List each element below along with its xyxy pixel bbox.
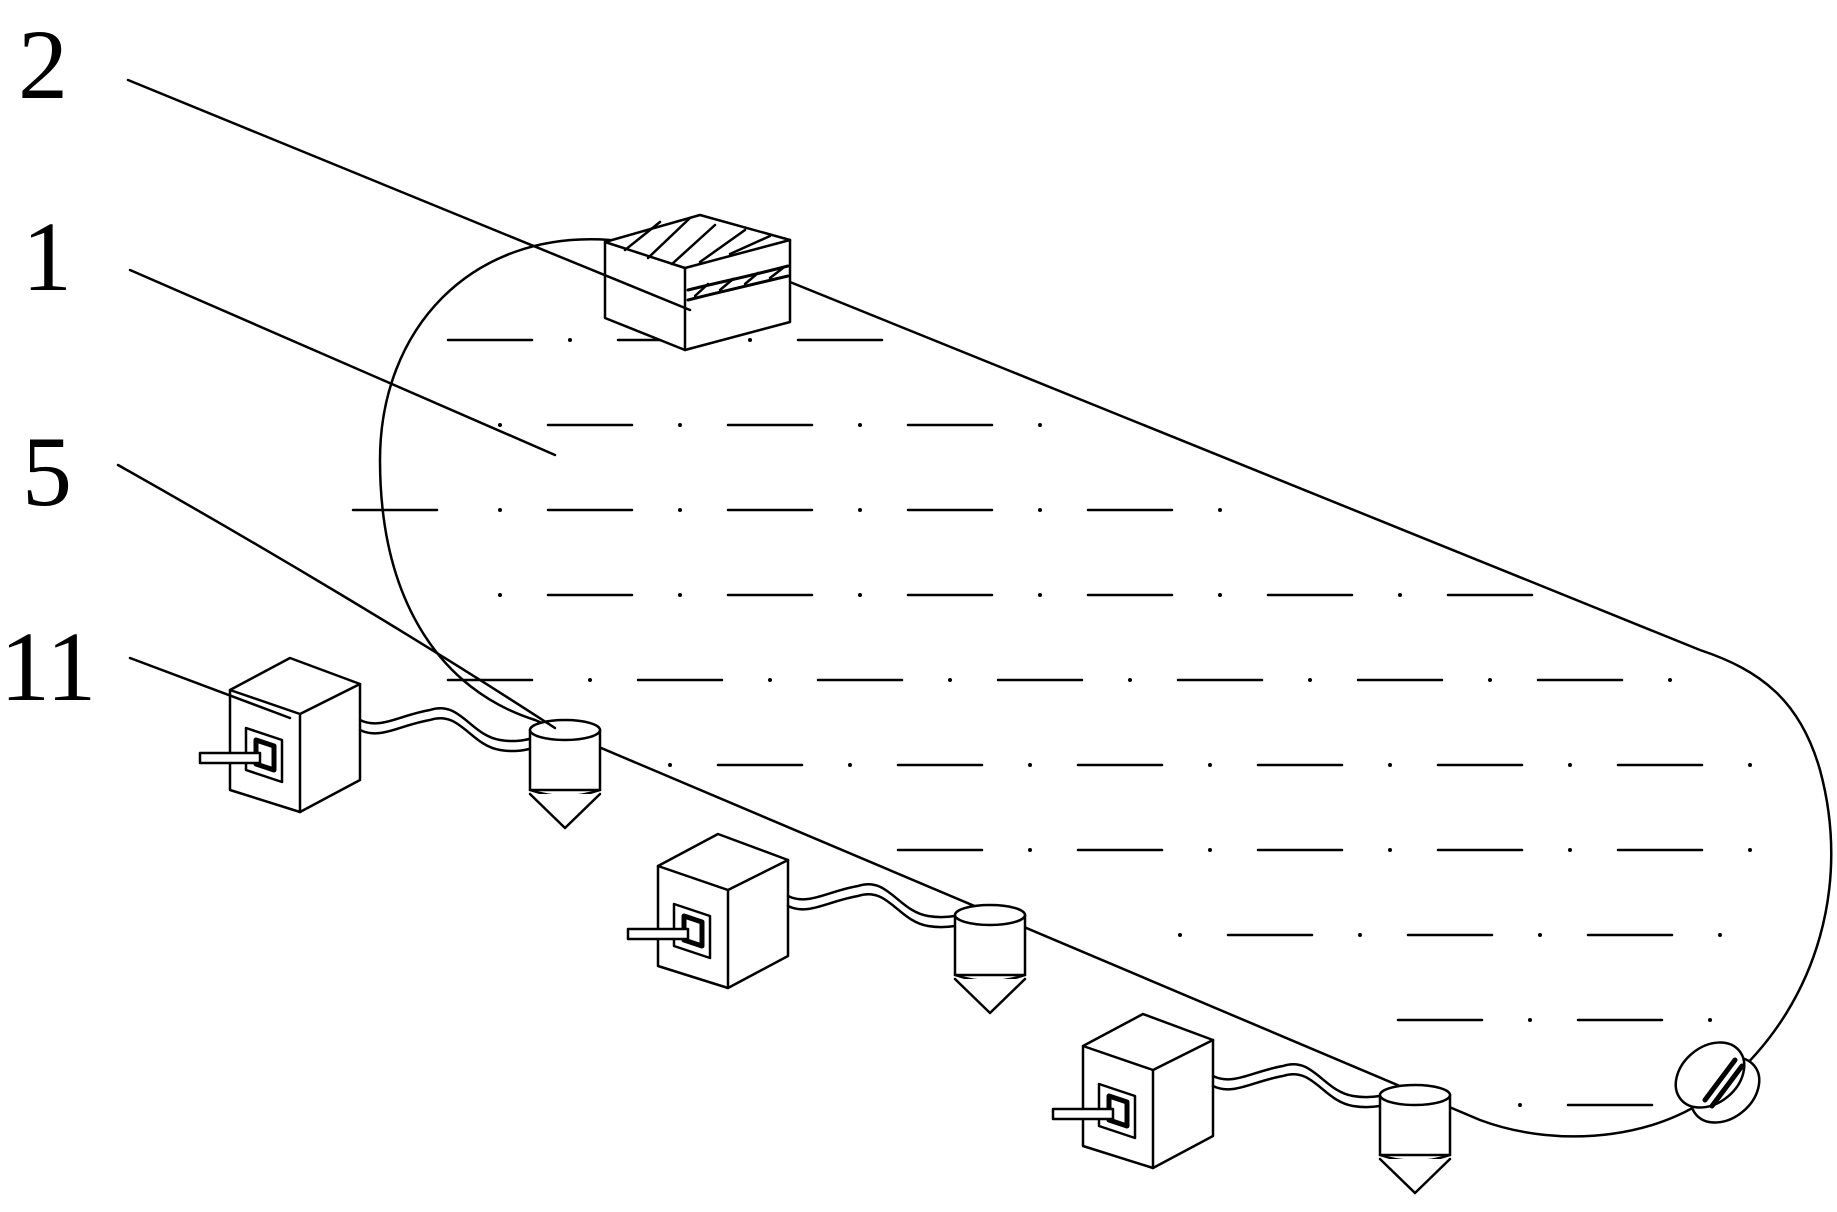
fill-dot: [1718, 933, 1722, 937]
fill-dot: [678, 508, 682, 512]
fill-dot: [948, 678, 952, 682]
fill-dot: [1218, 508, 1222, 512]
pump-unit: [1051, 1012, 1452, 1195]
fill-dot: [678, 593, 682, 597]
fill-dot: [1358, 933, 1362, 937]
fill-dot: [1038, 593, 1042, 597]
leader-line-1: [128, 268, 557, 457]
fill-dot: [1028, 763, 1032, 767]
fill-dot: [1128, 678, 1132, 682]
fill-dot: [568, 338, 572, 342]
fill-dot: [1398, 593, 1402, 597]
leader-lines: [116, 78, 692, 730]
top-box: [603, 213, 792, 352]
callout-5: 5: [22, 416, 72, 527]
fill-dot: [858, 508, 862, 512]
pump-units: [198, 656, 1452, 1195]
callout-labels: 2 1 5 11: [0, 9, 96, 722]
fill-dot: [1568, 848, 1572, 852]
fill-dot: [678, 423, 682, 427]
fill-dot: [1308, 678, 1312, 682]
fill-dot: [1218, 593, 1222, 597]
fill-dot: [1528, 1018, 1532, 1022]
fill-dot: [498, 593, 502, 597]
tank-fill-pattern: [351, 338, 1752, 1107]
fill-dot: [858, 423, 862, 427]
fill-dot: [588, 678, 592, 682]
fill-dot: [1388, 763, 1392, 767]
fill-dot: [1748, 763, 1752, 767]
fill-dot: [858, 593, 862, 597]
callout-2: 2: [18, 9, 68, 120]
leader-line-2: [126, 78, 692, 312]
callout-11: 11: [0, 611, 96, 722]
fill-dot: [1388, 848, 1392, 852]
fill-dot: [498, 423, 502, 427]
fill-dot: [1178, 933, 1182, 937]
leader-line-5: [116, 463, 557, 730]
fill-dot: [768, 678, 772, 682]
callout-1: 1: [22, 201, 72, 312]
fill-dot: [1038, 423, 1042, 427]
fill-dot: [668, 763, 672, 767]
fill-dot: [1028, 848, 1032, 852]
fill-dot: [1568, 763, 1572, 767]
fill-dot: [848, 763, 852, 767]
fill-dot: [498, 508, 502, 512]
leader-line-11: [128, 656, 292, 720]
fill-dot: [748, 338, 752, 342]
pump-unit: [626, 832, 1027, 1015]
fill-dot: [1668, 678, 1672, 682]
fill-dot: [1488, 678, 1492, 682]
pump-unit: [198, 656, 602, 830]
end-valve: [1674, 1041, 1761, 1124]
fill-dot: [1708, 1018, 1712, 1022]
tank-body-outline: [378, 238, 1833, 1138]
fill-dot: [1208, 763, 1212, 767]
fill-dot: [1538, 933, 1542, 937]
fill-dot: [1208, 848, 1212, 852]
fill-dot: [1518, 1103, 1522, 1107]
fill-dot: [1748, 848, 1752, 852]
fill-dot: [1038, 508, 1042, 512]
